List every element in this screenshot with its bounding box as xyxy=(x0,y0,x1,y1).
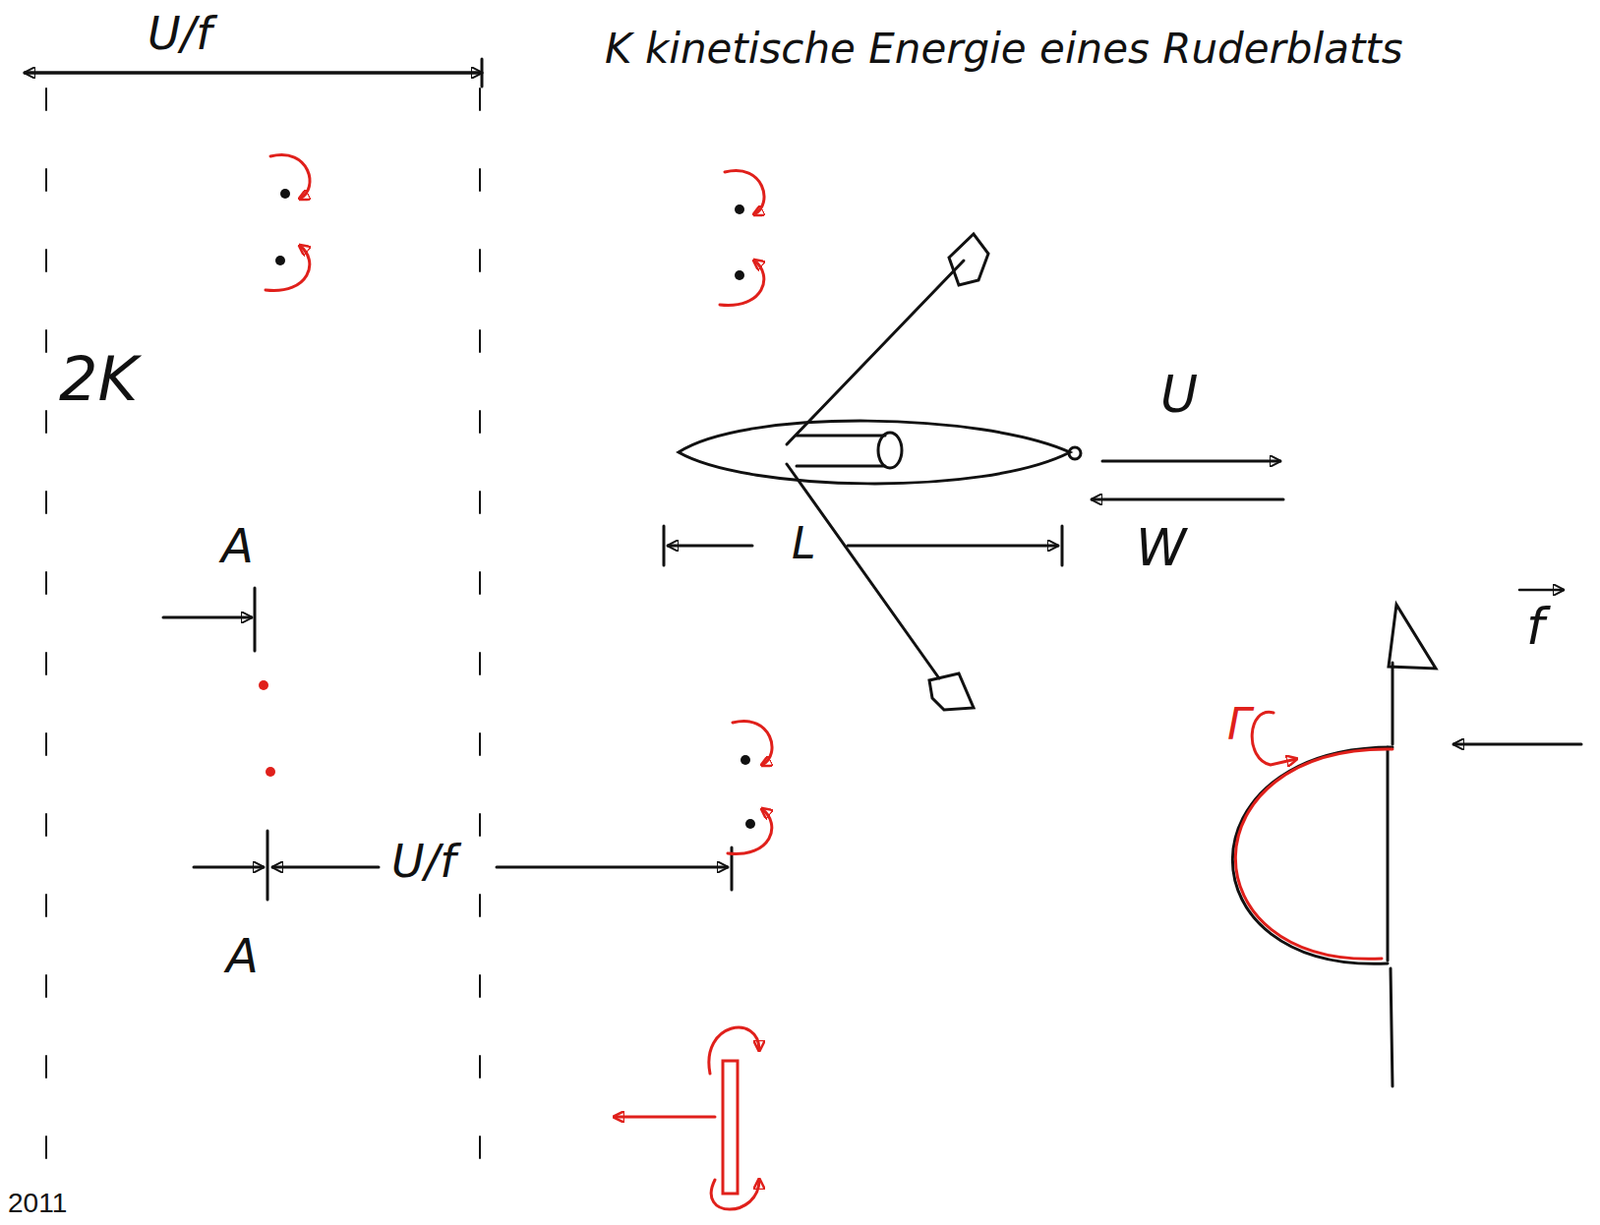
vortex-curl xyxy=(719,260,765,305)
velocity-arrow xyxy=(1102,460,1281,464)
boat-seat xyxy=(796,465,886,469)
rower xyxy=(878,432,902,469)
bound-vortex xyxy=(1235,749,1393,959)
dimension-tick xyxy=(662,526,666,566)
oar-shaft xyxy=(1391,662,1395,745)
vortex-core xyxy=(745,819,756,830)
blade-outline xyxy=(1232,747,1393,964)
vortex-curl xyxy=(727,809,772,854)
dimension-arrow xyxy=(847,544,1059,548)
wake-boundary xyxy=(478,88,481,1190)
heading-note: K kinetische Energie eines Ruderblatts xyxy=(604,25,1404,73)
vortex-curl xyxy=(709,1027,760,1074)
force-arrow xyxy=(1453,743,1582,747)
dimension-tick xyxy=(266,830,270,900)
vortex-core xyxy=(740,755,751,766)
vortex-core xyxy=(265,767,276,777)
oar-blade xyxy=(948,234,989,286)
dimension-arrow xyxy=(163,616,252,620)
vortex-core xyxy=(258,680,269,691)
circulation-label: Γ xyxy=(1227,700,1252,751)
vortex-core xyxy=(734,270,745,281)
vortex-core xyxy=(280,188,291,199)
dimension-arrow xyxy=(193,866,264,870)
year-label: 2011 xyxy=(7,1187,67,1220)
dimension-arrow xyxy=(24,71,482,75)
amplitude-label: A xyxy=(226,929,259,984)
wake-boundary xyxy=(45,88,48,1181)
vortex-curl xyxy=(270,155,310,199)
dimension-tick xyxy=(253,588,257,652)
oar-shaft xyxy=(1390,968,1393,1087)
vortex-curl xyxy=(732,721,772,766)
length-label: L xyxy=(791,519,817,570)
arrow-head xyxy=(1388,604,1436,669)
boat-hull xyxy=(678,420,1070,484)
vortex-curl xyxy=(711,1180,760,1210)
oar xyxy=(786,260,964,445)
dimension-tick xyxy=(480,59,484,87)
force-label: f xyxy=(1526,597,1544,657)
dimension-label: U/f xyxy=(391,835,456,889)
dimension-arrow xyxy=(24,71,482,75)
vortex-curl xyxy=(724,171,765,215)
vector-arrow xyxy=(1519,589,1564,593)
dimension-label: U/f xyxy=(147,7,212,60)
vortex-core xyxy=(734,204,745,215)
energy-label: 2K xyxy=(59,344,138,415)
velocity-label: U xyxy=(1160,365,1198,425)
vortex-tube xyxy=(722,1061,738,1194)
oar-blade xyxy=(929,673,974,711)
dimension-arrow xyxy=(272,866,379,870)
vortex-cores xyxy=(258,188,756,830)
drag-label: W xyxy=(1135,519,1186,579)
drag-arrow xyxy=(1091,498,1284,502)
dimension-arrow xyxy=(496,866,728,870)
jet-arrow xyxy=(614,1116,715,1120)
dimension-tick xyxy=(1061,526,1065,566)
dimension-arrow xyxy=(667,544,753,548)
amplitude-label: A xyxy=(221,519,254,574)
blade-front xyxy=(1386,747,1390,961)
oar xyxy=(786,464,940,679)
vortex-curl xyxy=(265,245,310,291)
boat-bow xyxy=(1068,447,1081,460)
boat-seat xyxy=(796,434,886,438)
vortex-core xyxy=(275,255,286,266)
circulation-arrow xyxy=(1251,711,1297,766)
